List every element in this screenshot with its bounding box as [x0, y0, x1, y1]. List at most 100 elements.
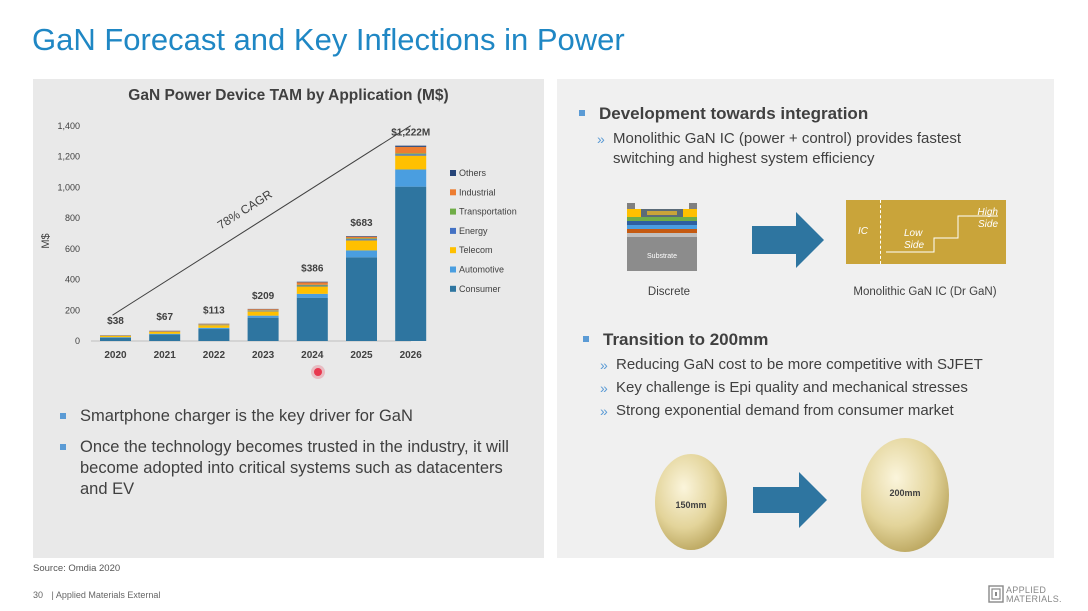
x-tick-label: 2024: [301, 350, 324, 361]
wafer-150mm-image: 150mm: [655, 454, 727, 550]
legend-swatch: [450, 208, 456, 215]
y-tick-label: 600: [65, 244, 80, 254]
left-bullet-1: Smartphone charger is the key driver for…: [60, 406, 550, 427]
legend-label: Industrial: [459, 187, 496, 197]
chevron-right-icon: »: [600, 403, 608, 419]
bar-total-label: $209: [252, 291, 275, 302]
legend-swatch: [450, 189, 456, 196]
x-tick-label: 2023: [252, 350, 275, 361]
y-tick-label: 1,200: [57, 152, 80, 162]
x-tick-label: 2025: [350, 350, 373, 361]
bar-segment-transportation: [346, 238, 377, 240]
y-tick-label: 800: [65, 213, 80, 223]
bar-segment-automotive: [149, 333, 181, 335]
bar-total-label: $38: [107, 316, 124, 327]
bullet-square-icon: [579, 110, 585, 116]
x-tick-label: 2021: [154, 350, 177, 361]
transition-sub-bullet-2: » Key challenge is Epi quality and mecha…: [600, 379, 968, 396]
left-bullet-2: Once the technology becomes trusted in t…: [60, 437, 520, 500]
bar-segment-industrial: [395, 146, 427, 154]
legend-swatch: [450, 266, 456, 273]
discrete-caption: Discrete: [647, 286, 691, 298]
right-panel: Development towards integration » Monoli…: [557, 79, 1054, 558]
bar-segment-telecom: [198, 325, 230, 328]
x-tick-label: 2022: [203, 350, 226, 361]
footer: 30 | Applied Materials External: [33, 590, 160, 600]
legend-swatch: [450, 227, 456, 234]
bar-segment-telecom: [149, 331, 181, 334]
bar-total-label: $1,222M: [391, 128, 430, 139]
bar-segment-telecom: [395, 155, 427, 170]
chevron-right-icon: »: [600, 357, 608, 373]
bar-segment-automotive: [296, 293, 328, 298]
bullet-square-icon: [60, 413, 66, 419]
bar-segment-others: [296, 281, 328, 283]
bar-segment-consumer: [346, 257, 377, 341]
page-number: 30: [33, 590, 44, 600]
discrete-device-diagram: Substrate: [627, 203, 697, 271]
chevron-right-icon: »: [600, 380, 608, 396]
section-heading-integration: Development towards integration: [579, 104, 868, 124]
bar-segment-industrial: [198, 323, 230, 325]
bar-segment-telecom: [100, 335, 131, 338]
bar-segment-energy: [247, 310, 279, 312]
integration-sub-bullet: » Monolithic GaN IC (power + control) pr…: [597, 130, 962, 167]
high-side-label: High Side: [977, 207, 998, 230]
bar-segment-telecom: [247, 311, 279, 316]
arrow-right-icon: [753, 472, 827, 528]
half-bridge-step: [886, 215, 998, 253]
bar-segment-industrial: [149, 330, 181, 332]
chevron-right-icon: »: [597, 131, 605, 147]
applied-materials-logo-icon: [988, 585, 1004, 603]
bar-segment-others: [395, 145, 427, 147]
wafer-150mm-label: 150mm: [675, 500, 706, 510]
bar-segment-others: [346, 236, 377, 237]
bar-total-label: $67: [156, 312, 173, 323]
legend-label: Energy: [459, 226, 488, 236]
ic-label: IC: [858, 226, 868, 237]
bar-segment-telecom: [296, 286, 328, 294]
bar-segment-energy: [346, 239, 377, 241]
bar-segment-industrial: [247, 309, 279, 311]
legend-label: Consumer: [459, 284, 501, 294]
cursor-indicator: [314, 368, 322, 376]
bar-total-label: $113: [203, 306, 225, 317]
legend-label: Others: [459, 168, 487, 178]
bar-total-label: $386: [301, 264, 324, 275]
y-tick-label: 400: [65, 275, 80, 285]
bar-segment-transportation: [296, 284, 328, 286]
bar-segment-automotive: [198, 327, 230, 330]
legend-label: Automotive: [459, 265, 504, 275]
bar-segment-telecom: [346, 240, 377, 251]
y-tick-label: 1,000: [57, 182, 80, 192]
legend-swatch: [450, 170, 456, 176]
bar-segment-consumer: [149, 334, 181, 341]
legend-label: Telecom: [459, 245, 493, 255]
legend-swatch: [450, 285, 456, 292]
ic-divider: [880, 200, 881, 264]
slide-title: GaN Forecast and Key Inflections in Powe…: [32, 22, 625, 57]
bullet-square-icon: [583, 336, 589, 342]
chart-title: GaN Power Device TAM by Application (M$): [128, 87, 449, 104]
bar-segment-industrial: [346, 236, 377, 239]
legend-label: Transportation: [459, 207, 517, 217]
cagr-annotation: 78% CAGR: [215, 187, 275, 232]
bar-segment-automotive: [395, 169, 427, 187]
bar-segment-transportation: [395, 153, 427, 155]
arrow-right-icon: [752, 212, 824, 268]
bar-segment-consumer: [198, 329, 230, 341]
bullet-square-icon: [60, 444, 66, 450]
cagr-trend-line: [112, 125, 411, 316]
y-tick-label: 200: [65, 305, 80, 315]
applied-materials-logo: APPLIED MATERIALS.: [1006, 585, 1062, 604]
bar-segment-energy: [395, 154, 427, 156]
bar-segment-consumer: [395, 186, 427, 341]
x-tick-label: 2026: [400, 350, 423, 361]
bar-segment-consumer: [100, 337, 131, 341]
x-tick-label: 2020: [104, 350, 127, 361]
wafer-200mm-label: 200mm: [889, 488, 920, 498]
y-axis-label: M$: [40, 233, 52, 248]
monolithic-caption: Monolithic GaN IC (Dr GaN): [853, 286, 997, 298]
